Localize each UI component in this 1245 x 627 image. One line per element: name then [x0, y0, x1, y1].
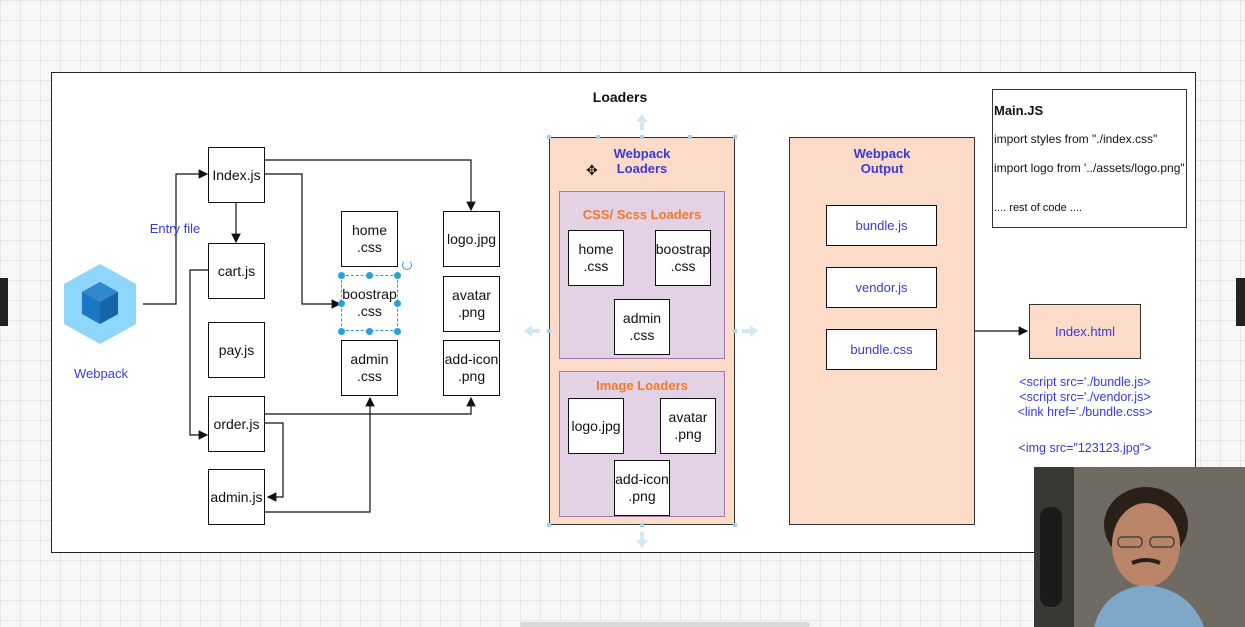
bootstrap-css-node[interactable]: boostrap .css: [341, 275, 398, 331]
main-js-line: .... rest of code ....: [994, 202, 1083, 214]
output-panel-title: Webpack Output: [853, 146, 911, 176]
rotate-handle-icon[interactable]: [402, 260, 412, 270]
panel-handle[interactable]: [596, 135, 600, 139]
pay-js-node[interactable]: pay.js: [208, 322, 265, 378]
cart-js-node[interactable]: cart.js: [208, 243, 265, 299]
selection-handle[interactable]: [338, 328, 345, 335]
index-html-node[interactable]: Index.html: [1029, 304, 1141, 359]
selection-handle[interactable]: [394, 328, 401, 335]
selection-handle[interactable]: [366, 272, 373, 279]
html-snippet-line: <script src='./vendor.js>: [1019, 390, 1151, 404]
output-vendor-js[interactable]: vendor.js: [826, 267, 937, 308]
right-edge-tab: [1236, 278, 1245, 326]
logo-jpg-node[interactable]: logo.jpg: [443, 211, 500, 267]
panel-handle[interactable]: [547, 523, 551, 527]
loaders-panel-title: Webpack Loaders: [613, 146, 671, 176]
admin-js-node[interactable]: admin.js: [208, 469, 265, 525]
diagram-title: Loaders: [592, 89, 648, 105]
panel-handle[interactable]: [640, 523, 644, 527]
loader-add-icon-png[interactable]: add-icon .png: [614, 460, 670, 516]
output-bundle-js[interactable]: bundle.js: [826, 205, 937, 246]
webpack-label: Webpack: [74, 366, 128, 381]
panel-handle[interactable]: [547, 135, 551, 139]
panel-handle[interactable]: [640, 135, 644, 139]
main-js-note[interactable]: [992, 89, 1187, 228]
entry-file-label: Entry file: [149, 221, 201, 236]
loader-logo-jpg[interactable]: logo.jpg: [568, 398, 624, 454]
selection-handle[interactable]: [338, 272, 345, 279]
panel-handle[interactable]: [688, 135, 692, 139]
html-snippet-line: <img src="123123.jpg">: [1018, 441, 1152, 455]
panel-handle[interactable]: [733, 329, 737, 333]
order-js-node[interactable]: order.js: [208, 396, 265, 452]
index-js-node[interactable]: Index.js: [208, 147, 265, 203]
html-snippet-line: <script src='./bundle.js>: [1019, 375, 1151, 389]
selection-handle[interactable]: [338, 300, 345, 307]
image-loaders-title: Image Loaders: [596, 378, 688, 393]
loader-avatar-png[interactable]: avatar .png: [660, 398, 716, 454]
selection-handle[interactable]: [394, 272, 401, 279]
loader-bootstrap-css[interactable]: boostrap .css: [655, 230, 711, 286]
selection-handle[interactable]: [394, 300, 401, 307]
panel-handle[interactable]: [547, 329, 551, 333]
panel-handle[interactable]: [733, 135, 737, 139]
admin-css-node[interactable]: admin .css: [341, 340, 398, 396]
webpack-logo-icon: [62, 262, 138, 346]
add-icon-png-node[interactable]: add-icon .png: [443, 340, 500, 396]
output-bundle-css[interactable]: bundle.css: [826, 329, 937, 370]
selection-handle[interactable]: [366, 328, 373, 335]
main-js-line: import styles from "./index.css": [994, 132, 1158, 146]
home-css-node[interactable]: home .css: [341, 211, 398, 267]
left-edge-tab: [0, 278, 8, 326]
loader-home-css[interactable]: home .css: [568, 230, 624, 286]
main-js-line: import logo from '../assets/logo.png": [994, 161, 1185, 175]
css-loaders-title: CSS/ Scss Loaders: [582, 207, 702, 222]
main-js-title: Main.JS: [994, 103, 1044, 118]
horizontal-scrollbar[interactable]: [520, 622, 810, 627]
avatar-png-node[interactable]: avatar .png: [443, 276, 500, 332]
webcam-video-overlay: [1034, 467, 1245, 627]
html-snippet-line: <link href='./bundle.css>: [1017, 405, 1153, 419]
panel-handle[interactable]: [733, 523, 737, 527]
move-cursor-icon: ✥: [586, 162, 598, 178]
loader-admin-css[interactable]: admin .css: [614, 299, 670, 355]
